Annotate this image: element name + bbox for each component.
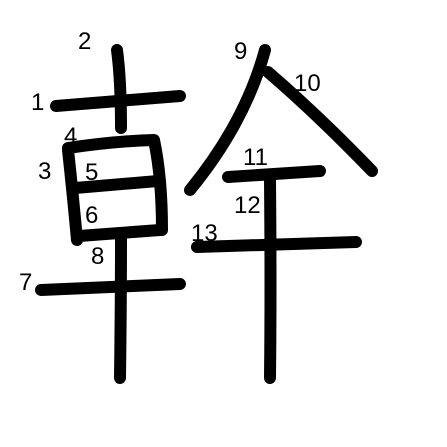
stroke-number-1: 1	[31, 89, 44, 116]
stroke-number-7: 7	[19, 269, 32, 296]
character-stroke-10	[262, 66, 378, 177]
stroke-number-12: 12	[234, 192, 261, 219]
character-stroke-3	[62, 144, 83, 246]
character-stroke-12	[191, 236, 362, 253]
character-stroke-2	[111, 44, 127, 134]
character-stroke-13	[264, 174, 277, 384]
stroke-number-10: 10	[294, 70, 321, 97]
stroke-number-11: 11	[243, 144, 268, 171]
character-stroke-8	[114, 232, 127, 384]
stroke-number-2: 2	[78, 28, 91, 55]
stroke-number-4: 4	[64, 123, 77, 150]
character-stroke-5	[69, 175, 164, 194]
stroke-number-8: 8	[91, 243, 104, 270]
stroke-number-9: 9	[234, 38, 247, 65]
character-stroke-4	[62, 134, 168, 236]
character-strokes	[35, 44, 378, 384]
character-stroke-7	[35, 278, 186, 296]
stroke-number-3: 3	[38, 158, 51, 185]
stroke-number-5: 5	[85, 159, 98, 186]
stroke-number-6: 6	[85, 202, 98, 229]
character-stroke-9	[184, 44, 271, 196]
character-stroke-11	[222, 165, 326, 183]
stroke-number-13: 13	[191, 220, 218, 247]
